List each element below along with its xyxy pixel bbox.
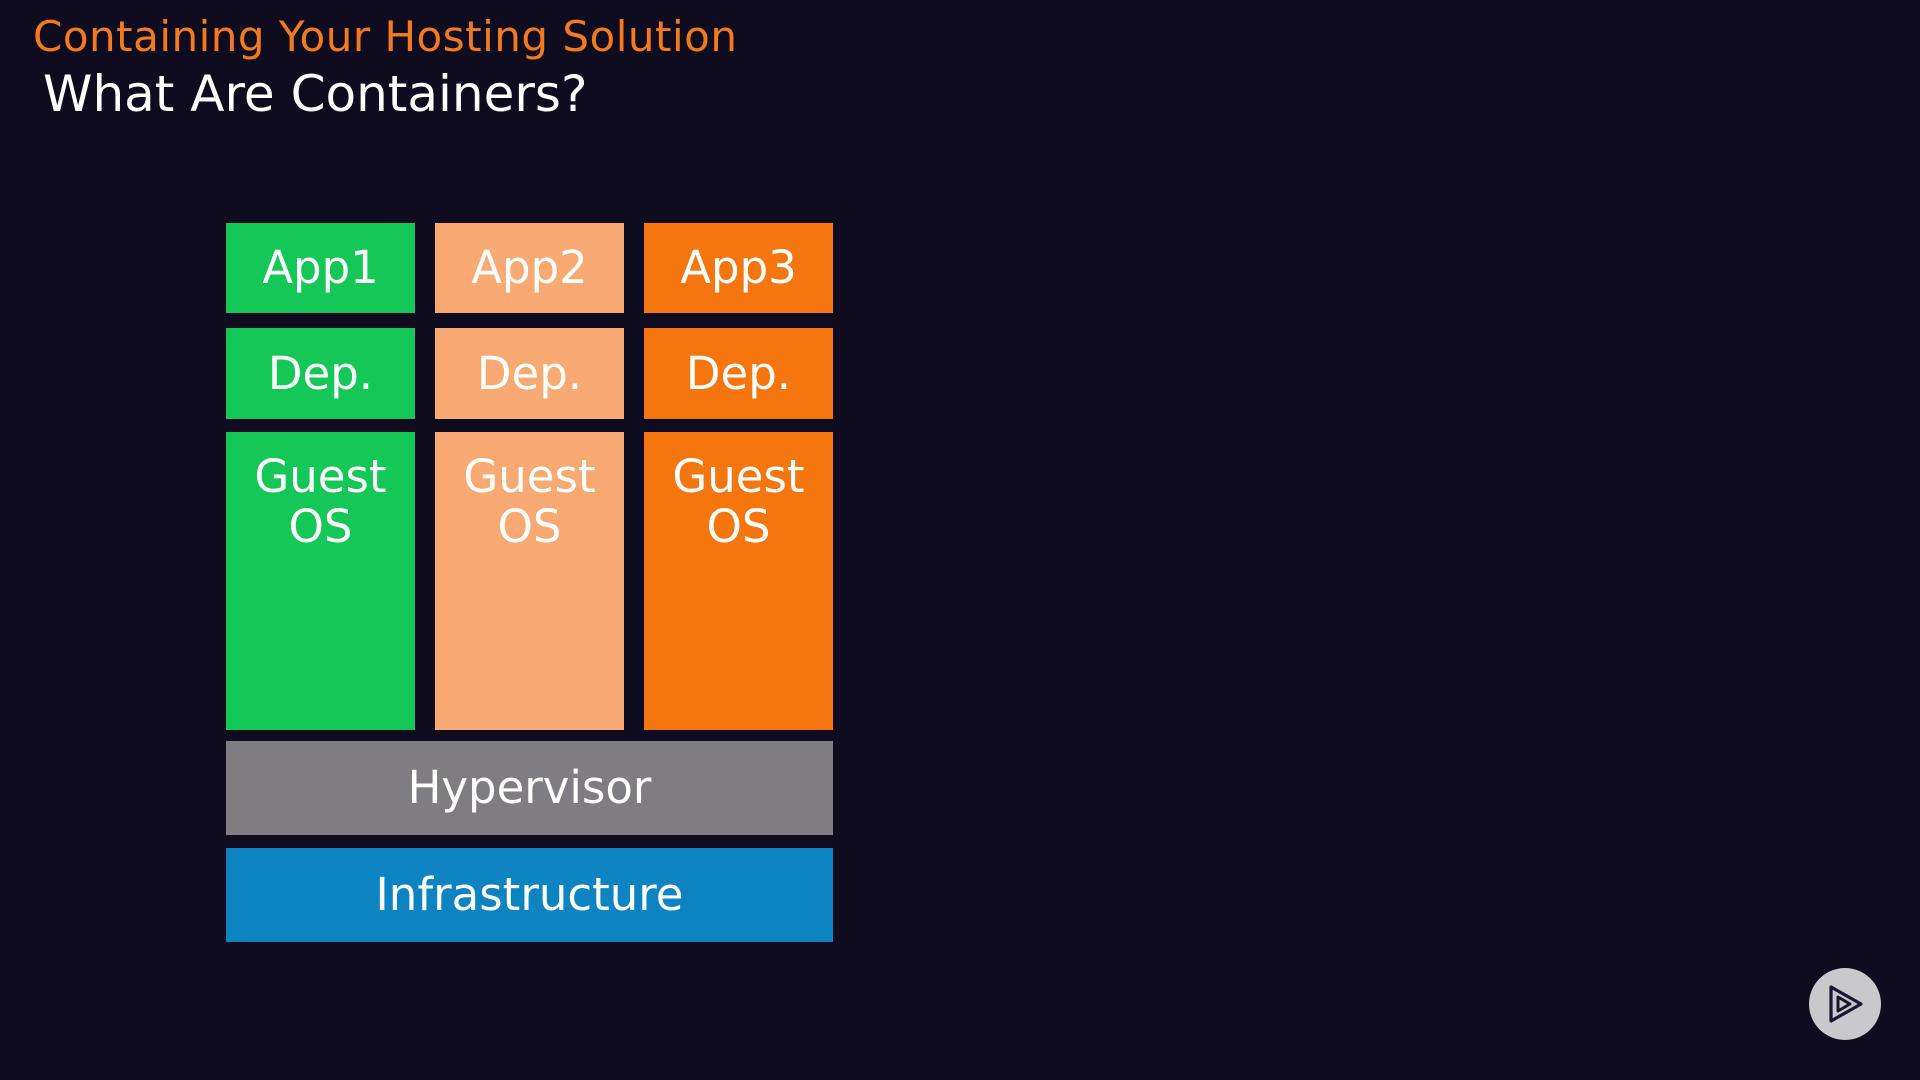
app1-guest-os-block: Guest OS — [226, 432, 415, 730]
app1-block: App1 — [226, 223, 415, 313]
app3-block: App3 — [644, 223, 833, 313]
hypervisor-block: Hypervisor — [226, 741, 833, 835]
app2-guest-os-label: Guest OS — [463, 450, 596, 553]
app2-dependencies-block: Dep. — [435, 328, 624, 419]
play-triangle-icon — [1829, 985, 1863, 1023]
course-title: Containing Your Hosting Solution — [33, 12, 738, 61]
slide-title: What Are Containers? — [43, 65, 588, 123]
infrastructure-block: Infrastructure — [226, 848, 833, 942]
play-logo-icon[interactable] — [1809, 968, 1881, 1040]
app1-guest-os-label: Guest OS — [254, 450, 387, 553]
app3-dependencies-block: Dep. — [644, 328, 833, 419]
app1-dependencies-block: Dep. — [226, 328, 415, 419]
app3-guest-os-label: Guest OS — [672, 450, 805, 553]
app3-guest-os-block: Guest OS — [644, 432, 833, 730]
app2-block: App2 — [435, 223, 624, 313]
app2-guest-os-block: Guest OS — [435, 432, 624, 730]
